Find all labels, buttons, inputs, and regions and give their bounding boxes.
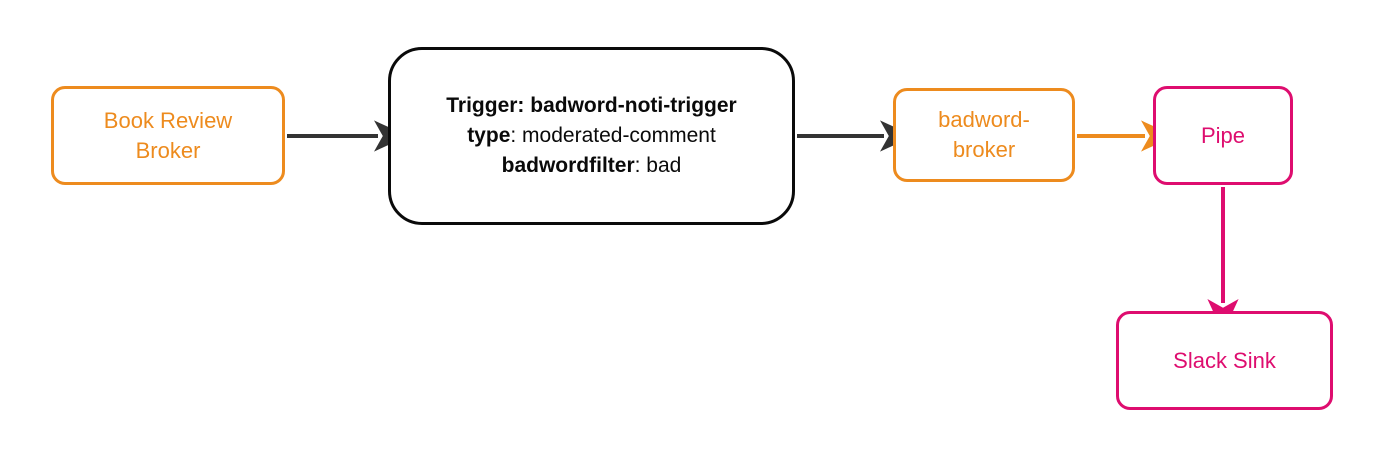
trigger-line-1: Trigger: badword-noti-trigger bbox=[446, 94, 737, 118]
trigger-line-2-key: type bbox=[467, 124, 511, 148]
trigger-line-2: type: moderated-comment bbox=[467, 121, 716, 151]
trigger-line-3-value: : bad bbox=[634, 153, 682, 177]
node-badword-broker[interactable]: badword- broker bbox=[893, 88, 1075, 182]
node-book-review-broker[interactable]: Book Review Broker bbox=[51, 86, 285, 185]
trigger-line-3: badwordfilter: bad bbox=[502, 151, 682, 181]
node-trigger[interactable]: Trigger: badword-noti-trigger type: mode… bbox=[388, 47, 795, 225]
node-book-review-broker-label: Book Review Broker bbox=[103, 107, 233, 163]
node-slack-sink[interactable]: Slack Sink bbox=[1116, 311, 1333, 410]
node-pipe[interactable]: Pipe bbox=[1153, 86, 1293, 185]
trigger-line-3-key: badwordfilter bbox=[501, 153, 635, 177]
node-badword-broker-label: badword- broker bbox=[938, 107, 1030, 162]
node-slack-sink-label: Slack Sink bbox=[1173, 347, 1276, 373]
trigger-line-2-value: : moderated-comment bbox=[510, 124, 716, 148]
node-pipe-label: Pipe bbox=[1200, 122, 1246, 148]
